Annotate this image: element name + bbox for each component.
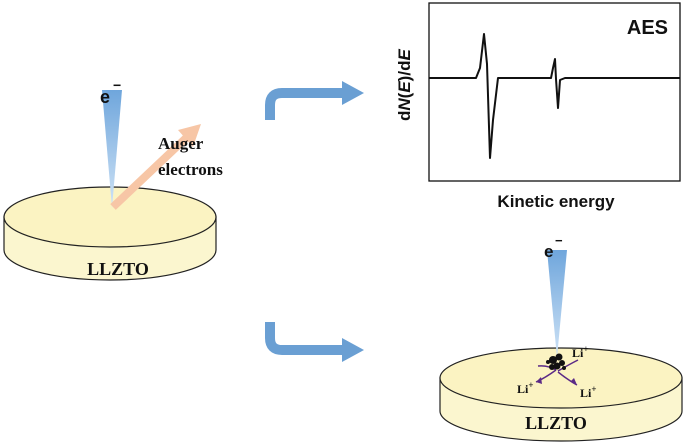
- upper-bent-arrow: [265, 81, 364, 120]
- auger-arrow: [110, 124, 201, 210]
- lower-bent-arrow: [265, 322, 364, 362]
- right-disk-label: LLZTO: [525, 413, 587, 433]
- right-electron-label: e: [544, 242, 553, 261]
- right-disk-top: [439, 347, 683, 409]
- li-migration-paths: [535, 359, 579, 386]
- left-disk: LLZTO: [3, 186, 217, 281]
- aes-plot: AES Kinetic energy dN(E)/dE: [395, 2, 681, 211]
- left-disk-top: [3, 186, 217, 248]
- li-label-right: Li+: [580, 384, 596, 400]
- left-electron-beam: [102, 90, 122, 208]
- debris-cluster: [546, 353, 566, 370]
- li-label-left: Li+: [517, 380, 533, 396]
- auger-label-line2: electrons: [158, 160, 223, 179]
- aes-x-label: Kinetic energy: [497, 192, 615, 211]
- aes-y-label: dN(E)/dE: [395, 49, 414, 121]
- left-electron-charge: −: [113, 77, 121, 93]
- aes-spectrum-line: [429, 33, 680, 159]
- right-electron-charge: −: [555, 233, 563, 248]
- left-electron-label: e: [100, 87, 110, 107]
- aes-plot-title: AES: [627, 17, 668, 39]
- auger-label-line1: Auger: [158, 134, 204, 153]
- right-electron-beam: [547, 250, 567, 358]
- right-disk: LLZTO: [439, 347, 683, 442]
- left-disk-label: LLZTO: [87, 259, 149, 279]
- aes-plot-frame: [428, 2, 681, 182]
- li-label-top: Li+: [572, 344, 588, 360]
